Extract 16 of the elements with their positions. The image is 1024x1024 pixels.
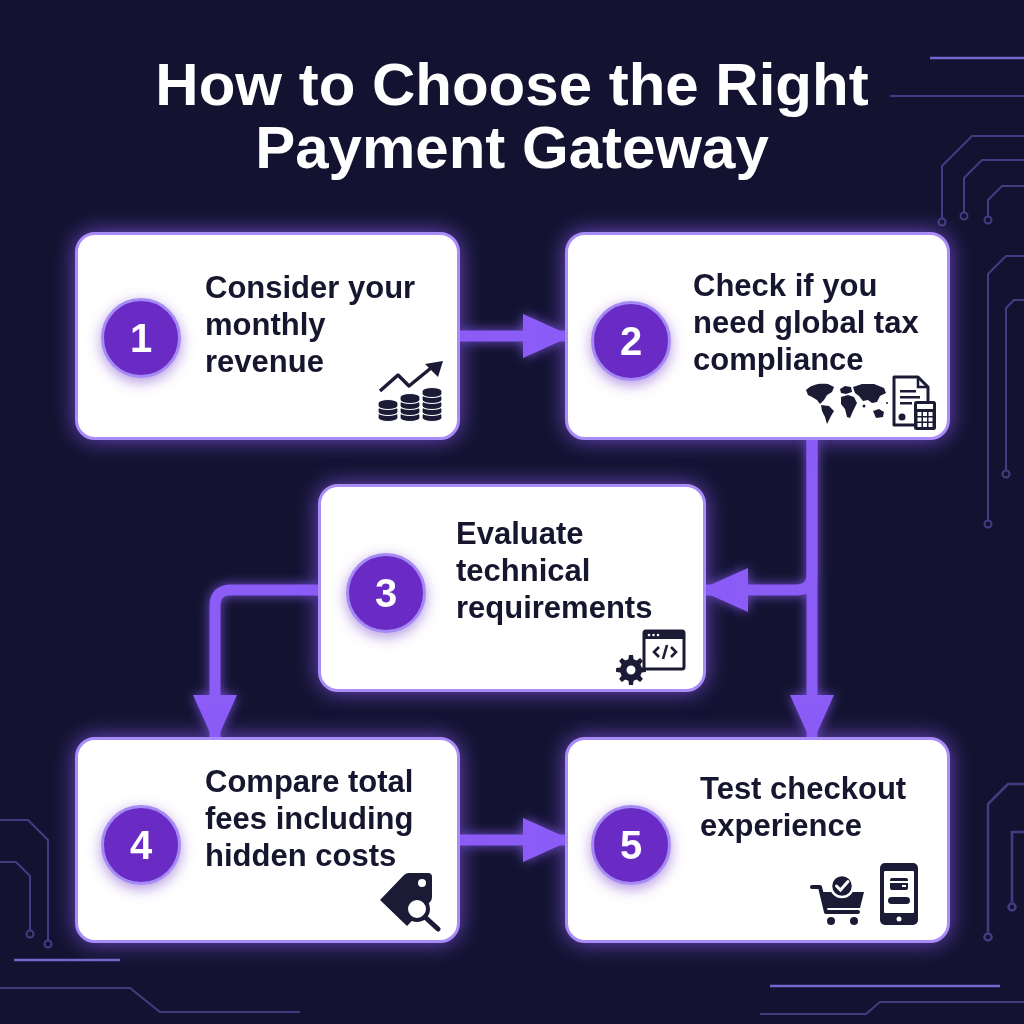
step-text: Test checkout experience: [700, 770, 908, 844]
step-card: [565, 737, 950, 943]
title: How to Choose the Right Payment Gateway: [154, 53, 870, 179]
step-text: Evaluate technical requirements: [456, 515, 654, 626]
step-number: 5: [591, 805, 671, 885]
step-text: Consider your monthly revenue: [205, 269, 417, 380]
step-text: Check if you need global tax compliance: [693, 267, 920, 378]
step-number: 3: [346, 553, 426, 633]
step-card: [75, 232, 460, 440]
step-card: [565, 232, 950, 440]
step-text: Compare total fees including hidden costs: [205, 763, 415, 874]
step-number: 2: [591, 301, 671, 381]
step-number: 4: [101, 805, 181, 885]
step-card: [318, 484, 706, 692]
step-number: 1: [101, 298, 181, 378]
step-card: [75, 737, 460, 943]
